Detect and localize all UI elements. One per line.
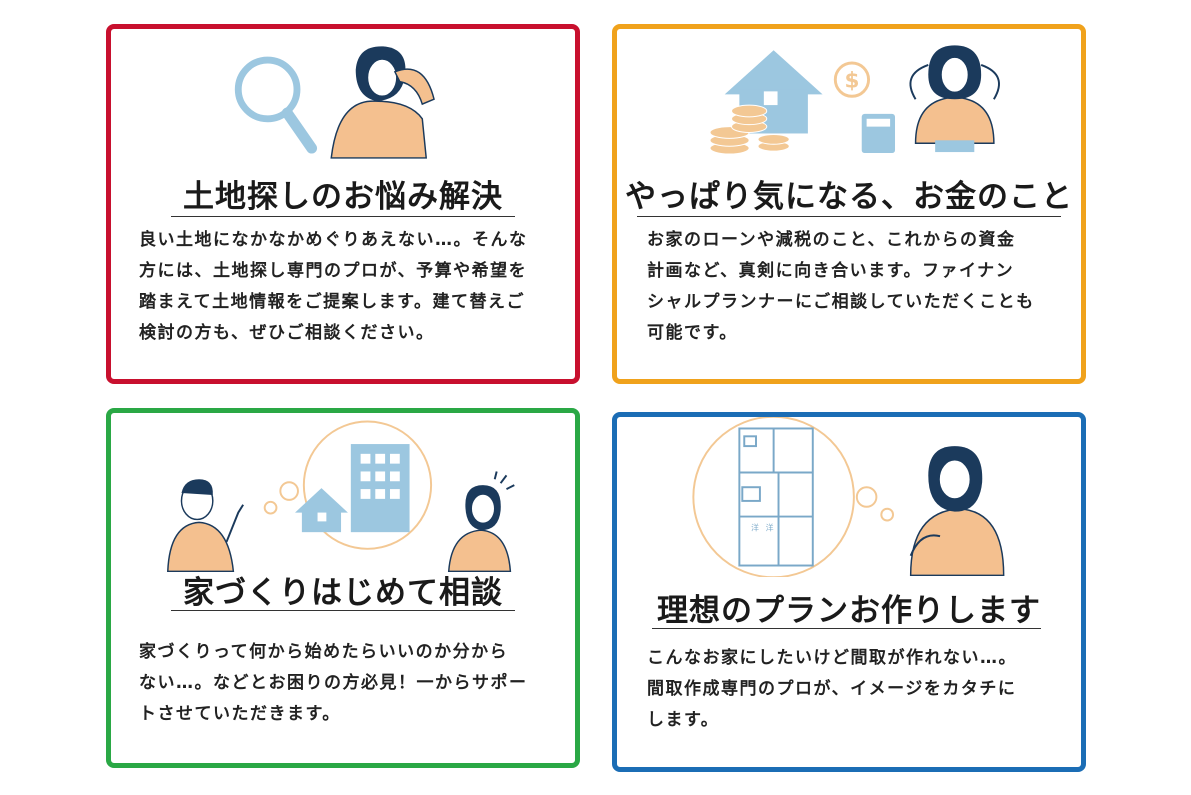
- body-line: シャルプランナーにご相談していただくことも: [647, 292, 1035, 312]
- body-line: 間取作成専門のプロが、イメージをカタチに: [647, 679, 1017, 699]
- body-line: します。: [647, 710, 720, 730]
- calculator-icon: [861, 113, 896, 154]
- card-plan-title: 理想のプランお作りします: [657, 593, 1041, 629]
- card-money-illustration: $: [709, 45, 1000, 155]
- dollar-coin-icon: $: [833, 61, 871, 98]
- card-first-consult-body: 家づくりって何から始めたらいいのか分から ない…。などとお困りの方必見！一からサ…: [139, 637, 528, 730]
- body-line: 良い土地になかなかめぐりあえない…。そんな: [139, 230, 528, 250]
- magnifier-icon: [234, 56, 318, 154]
- card-land-search: 土地探しのお悩み解決 良い土地になかなかめぐりあえない…。そんな 方には、土地探…: [106, 24, 580, 384]
- body-line: 検討の方も、ぜひご相談ください。: [139, 323, 435, 343]
- body-line: 方には、土地探し専門のプロが、予算や希望を: [139, 261, 528, 281]
- title-divider: [652, 628, 1041, 629]
- title-divider: [637, 216, 1061, 217]
- body-line: お家のローンや減税のこと、これからの資金: [647, 230, 1016, 250]
- svg-text:$: $: [844, 68, 859, 93]
- card-plan-body: こんなお家にしたいけど間取が作れない…。 間取作成専門のプロが、イメージをカタチ…: [647, 643, 1017, 736]
- card-money-body: お家のローンや減税のこと、これからの資金 計画など、真剣に向き合います。ファイナ…: [647, 225, 1035, 349]
- body-line: 踏まえて土地情報をご提案します。建て替えご: [139, 292, 525, 312]
- card-money-title: やっぱり気になる、お金のこと: [625, 179, 1073, 215]
- floor-label: 洋: [766, 522, 774, 532]
- card-land-search-illustration: [234, 46, 435, 159]
- stressed-woman-icon: [909, 45, 1000, 153]
- thinking-woman-icon: [909, 446, 1005, 577]
- card-money: $ やっぱり気になる、お金のこと お家のローンや減税のこと、これからの資金 計画…: [612, 24, 1086, 384]
- card-first-consult-title: 家づくりはじめて相談: [183, 575, 503, 611]
- floor-plan-icon: 洋 洋: [738, 427, 814, 567]
- card-first-consult: 家づくりはじめて相談 家づくりって何から始めたらいいのか分から ない…。などとお…: [106, 408, 580, 768]
- body-line: 可能です。: [647, 323, 738, 343]
- card-first-consult-illustration: [167, 420, 515, 573]
- coins-stack-icon: [709, 104, 790, 155]
- title-divider: [171, 216, 515, 217]
- building-icon: [350, 444, 410, 533]
- body-line: トさせていただきます。: [139, 704, 341, 724]
- body-line: ない…。などとお困りの方必見！一からサポー: [139, 673, 528, 693]
- body-line: 計画など、真剣に向き合います。ファイナン: [647, 261, 1015, 281]
- house-icon: [295, 488, 348, 533]
- title-divider: [171, 610, 515, 611]
- pointing-man-icon: [167, 479, 244, 573]
- floor-label: 洋: [751, 522, 759, 532]
- card-land-search-title: 土地探しのお悩み解決: [183, 179, 503, 215]
- card-plan: 洋 洋 理想のプランお作りします こんなお家にしたいけど間取が作れない…。 間取…: [612, 412, 1086, 772]
- worried-woman-icon: [330, 46, 435, 159]
- card-plan-illustration: 洋 洋: [692, 417, 1005, 577]
- body-line: こんなお家にしたいけど間取が作れない…。: [647, 648, 1017, 668]
- card-land-search-body: 良い土地になかなかめぐりあえない…。そんな 方には、土地探し専門のプロが、予算や…: [139, 225, 528, 349]
- thinking-woman-icon: [447, 471, 515, 573]
- body-line: 家づくりって何から始めたらいいのか分から: [139, 642, 509, 662]
